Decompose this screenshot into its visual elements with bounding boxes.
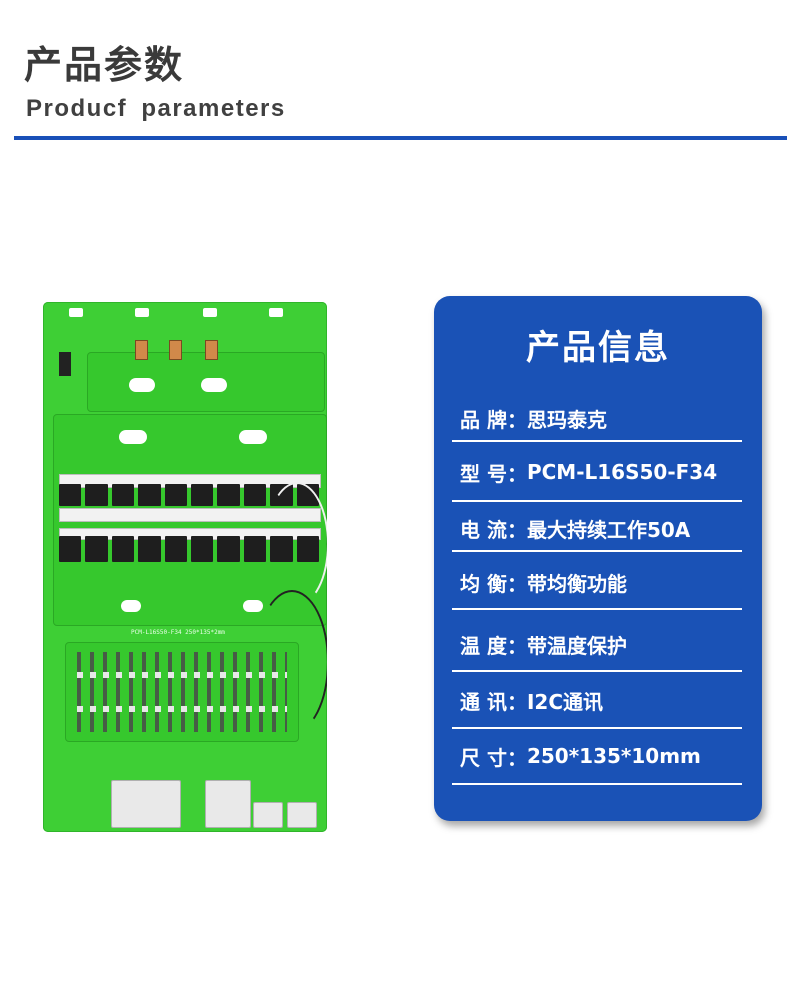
terminal-pad <box>69 308 83 317</box>
mosfet <box>164 484 188 506</box>
row-divider <box>452 500 742 502</box>
mosfet <box>243 484 267 506</box>
balance-connector <box>111 780 181 828</box>
header-divider <box>14 136 787 140</box>
info-label: 电 流： <box>460 517 527 542</box>
mount-hole <box>201 378 227 392</box>
info-value: 250*135*10mm <box>526 744 701 768</box>
mount-hole <box>129 378 155 392</box>
info-row-communication: 通 讯： I2C通讯 <box>460 670 742 730</box>
info-value: I2C通讯 <box>526 689 604 714</box>
balance-resistor-array <box>77 652 287 732</box>
ntc-wire <box>255 590 327 734</box>
product-info-card: 产品信息 品 牌： 思玛泰克 型 号： PCM-L16S50-F34 电 流： … <box>434 296 762 821</box>
info-row-temperature: 温 度： 带温度保护 <box>460 614 742 674</box>
mount-hole <box>239 430 267 444</box>
mount-hole <box>243 600 263 612</box>
info-label: 通 讯： <box>460 689 527 714</box>
mosfet <box>138 536 161 562</box>
mosfet <box>111 536 135 562</box>
balance-connector <box>205 780 251 828</box>
ic-chip <box>59 352 71 376</box>
mosfet <box>59 536 82 562</box>
row-divider <box>452 550 742 552</box>
info-value: 最大持续工作50A <box>526 517 691 542</box>
info-label: 品 牌： <box>460 407 527 432</box>
info-value: PCM-L16S50-F34 <box>526 460 718 484</box>
info-label: 温 度： <box>460 633 527 658</box>
mosfet <box>191 536 214 562</box>
balance-resistor-caps <box>77 706 287 712</box>
info-label: 均 衡： <box>460 571 527 596</box>
info-row-size: 尺 寸： 250*135*10mm <box>460 726 742 786</box>
page-title: 产品参数 <box>24 43 185 87</box>
fuse <box>169 340 182 360</box>
mosfet <box>111 484 135 506</box>
mosfet <box>191 484 214 506</box>
info-label: 尺 寸： <box>460 745 527 770</box>
mosfet <box>59 484 82 506</box>
row-divider <box>452 783 742 785</box>
product-image-bms-board: PCM-L16S50-F34 250*135*2mm <box>43 302 327 832</box>
terminal-pad <box>269 308 283 317</box>
mosfet <box>243 536 267 562</box>
mount-hole <box>121 600 141 612</box>
info-label: 型 号： <box>460 461 527 486</box>
mosfet <box>85 536 108 562</box>
mosfet <box>164 536 188 562</box>
info-value: 思玛泰克 <box>526 407 607 432</box>
comm-connector <box>287 802 317 828</box>
info-row-brand: 品 牌： 思玛泰克 <box>460 388 742 448</box>
fuse <box>135 340 148 360</box>
fuse <box>205 340 218 360</box>
silkscreen-label: PCM-L16S50-F34 250*135*2mm <box>131 629 225 636</box>
mosfet <box>217 484 240 506</box>
ntc-connector <box>253 802 283 828</box>
info-row-current: 电 流： 最大持续工作50A <box>460 498 742 558</box>
mosfet <box>85 484 108 506</box>
row-divider <box>452 608 742 610</box>
row-divider <box>452 727 742 729</box>
info-value: 带温度保护 <box>526 633 627 658</box>
row-divider <box>452 670 742 672</box>
balance-resistor-caps <box>77 672 287 678</box>
mosfet <box>217 536 240 562</box>
mount-hole <box>119 430 147 444</box>
info-row-model: 型 号： PCM-L16S50-F34 <box>460 442 742 502</box>
card-title: 产品信息 <box>526 328 670 368</box>
terminal-pad <box>135 308 149 317</box>
info-value: 带均衡功能 <box>526 571 627 596</box>
mosfet <box>138 484 161 506</box>
info-row-balance: 均 衡： 带均衡功能 <box>460 552 742 612</box>
row-divider <box>452 440 742 442</box>
page-subtitle: Producf parameters <box>26 95 286 122</box>
sense-wire <box>265 482 327 606</box>
terminal-pad <box>203 308 217 317</box>
